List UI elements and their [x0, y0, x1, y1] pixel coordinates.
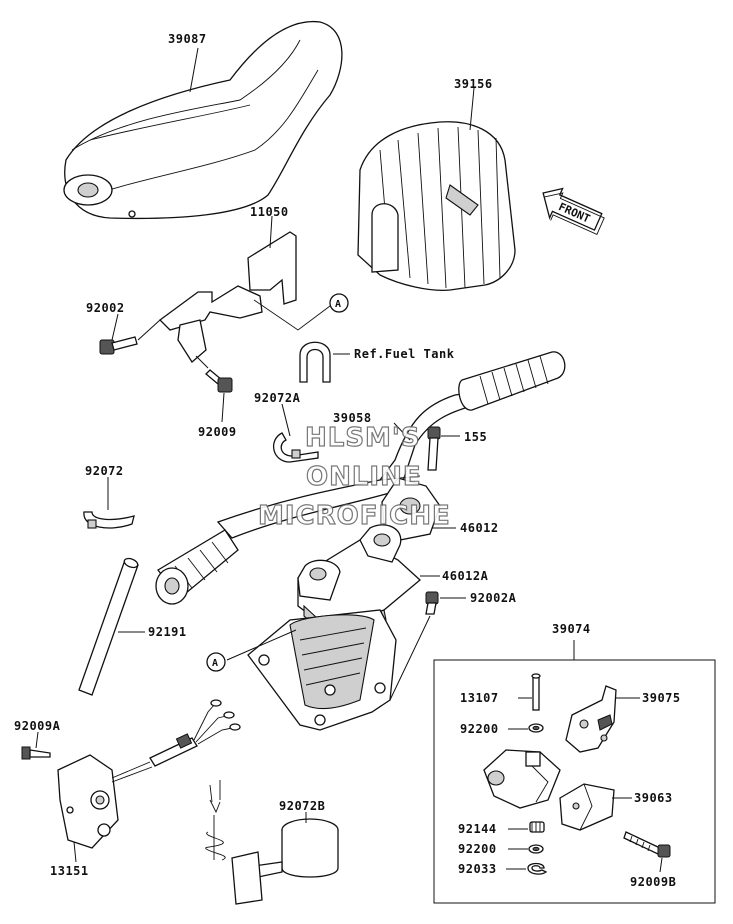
label-92033: 92033	[458, 862, 497, 876]
label-39058: 39058	[333, 411, 372, 425]
label-46012A: 46012A	[442, 569, 489, 583]
leader-callout-a-lower	[226, 629, 297, 661]
leader-92072A	[281, 403, 291, 437]
leader-39058	[393, 422, 411, 441]
leader-92009A	[35, 731, 39, 749]
label-155: 155	[464, 430, 487, 444]
part-39058-handlebar	[155, 351, 566, 605]
part-92200-washer-top	[528, 723, 544, 733]
part-92072A-clamp	[272, 432, 319, 463]
label-92072B: 92072B	[279, 799, 325, 813]
part-spring-clip	[205, 780, 226, 861]
part-92072B-clamp	[231, 818, 339, 905]
watermark-line-3: MICROFICHE	[258, 501, 451, 531]
label-92200-bottom: 92200	[458, 842, 497, 856]
part-39063-cap	[559, 783, 615, 831]
label-13151: 13151	[50, 864, 89, 878]
callout-a-lower: A	[206, 652, 226, 672]
part-13107-pin	[531, 673, 541, 711]
label-92002: 92002	[86, 301, 125, 315]
label-11050: 11050	[250, 205, 289, 219]
part-39075-lever	[565, 685, 617, 753]
part-92002A-bolt	[425, 591, 439, 615]
part-92033-ring	[527, 862, 548, 875]
label-13107: 13107	[460, 691, 499, 705]
label-92009A: 92009A	[14, 719, 61, 733]
part-39087-cover	[63, 20, 343, 220]
part-92009-bolt	[205, 369, 233, 393]
label-39087: 39087	[168, 32, 207, 46]
part-92072-clamp	[83, 511, 135, 529]
label-92002A: 92002A	[470, 591, 517, 605]
part-92200-washer-bottom	[528, 844, 544, 854]
part-11050-bracket	[159, 231, 331, 363]
leader-92002	[111, 313, 119, 341]
part-wire-harness	[149, 699, 241, 767]
part-92009B-screw	[623, 831, 671, 858]
part-46012-cap	[381, 477, 441, 541]
leader-39156	[469, 87, 475, 131]
label-92009: 92009	[198, 425, 237, 439]
svg-text:A: A	[335, 299, 341, 310]
label-92200-top: 92200	[460, 722, 499, 736]
label-39074: 39074	[552, 622, 591, 636]
leader-39087	[189, 47, 199, 93]
part-fuel-hose	[299, 341, 331, 383]
label-46012: 46012	[460, 521, 499, 535]
part-92002-bolt	[99, 336, 138, 355]
watermark-line-2: ONLINE	[306, 462, 422, 492]
part-steering-base	[247, 609, 397, 731]
label-92072: 92072	[85, 464, 124, 478]
svg-text:A: A	[212, 658, 218, 669]
label-39063: 39063	[634, 791, 673, 805]
label-92072A: 92072A	[254, 391, 301, 405]
label-92144: 92144	[458, 822, 497, 836]
part-92009A-screw	[21, 746, 51, 760]
leader-92009	[221, 392, 225, 423]
label-92191: 92191	[148, 625, 187, 639]
part-13151-switch	[57, 754, 153, 849]
leader-11050	[269, 215, 273, 249]
label-39156: 39156	[454, 77, 493, 91]
part-92144-spring	[529, 821, 545, 833]
front-arrow-icon: FRONT	[542, 187, 605, 236]
label-39075: 39075	[642, 691, 681, 705]
part-92191-tube	[78, 557, 139, 696]
watermark: HLSM'S ONLINE MICROFICHE	[257, 422, 451, 531]
part-holder-block	[483, 749, 561, 809]
label-ref-fuel-tank: Ref.Fuel Tank	[354, 347, 455, 361]
part-39156-cover	[357, 121, 516, 291]
watermark-line-1: HLSM'S	[305, 423, 421, 453]
callout-a-upper: A	[329, 293, 349, 313]
leader-92009B	[659, 857, 663, 873]
leader-13151	[73, 841, 77, 863]
part-155-bolt	[427, 426, 441, 471]
label-92009B: 92009B	[630, 875, 676, 889]
